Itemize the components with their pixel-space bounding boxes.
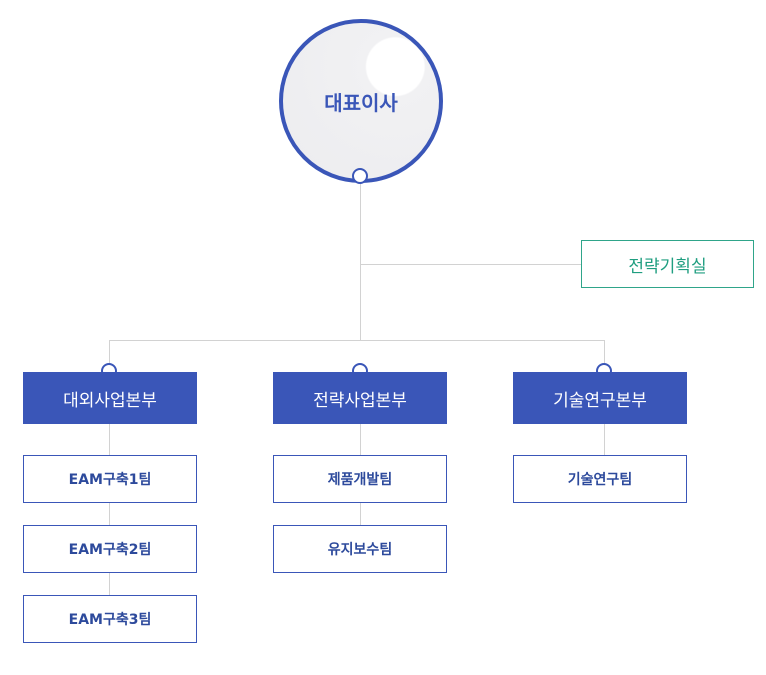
division-label: 기술연구본부	[553, 390, 647, 411]
division-horizontal-connector	[109, 340, 605, 341]
division-1-team-connector	[109, 424, 110, 595]
ceo-vertical-connector	[360, 176, 361, 341]
team-label: EAM구축1팀	[68, 472, 152, 488]
division-label: 전략사업본부	[313, 390, 407, 411]
team-node: 기술연구팀	[513, 455, 687, 503]
division-3-team-connector	[604, 424, 605, 455]
staff-connector	[360, 264, 581, 265]
team-node: EAM구축2팀	[23, 525, 197, 573]
division-node-technology-research: 기술연구본부	[513, 372, 687, 424]
ceo-label: 대표이사	[324, 90, 398, 115]
team-label: EAM구축3팀	[68, 612, 152, 628]
ceo-node: 대표이사	[279, 19, 443, 183]
team-node: 제품개발팀	[273, 455, 447, 503]
team-label: 유지보수팀	[327, 542, 393, 558]
division-node-external-business: 대외사업본부	[23, 372, 197, 424]
team-label: 제품개발팀	[327, 472, 393, 488]
division-1-drop	[109, 340, 110, 372]
team-node: EAM구축1팀	[23, 455, 197, 503]
team-node: EAM구축3팀	[23, 595, 197, 643]
division-node-strategic-business: 전략사업본부	[273, 372, 447, 424]
team-node: 유지보수팀	[273, 525, 447, 573]
ceo-connector-dot	[352, 168, 368, 184]
strategy-office-label: 전략기획실	[628, 256, 707, 277]
division-label: 대외사업본부	[63, 390, 157, 411]
strategy-office-node: 전략기획실	[581, 240, 754, 288]
division-3-drop	[604, 340, 605, 372]
team-label: 기술연구팀	[567, 472, 633, 488]
team-label: EAM구축2팀	[68, 542, 152, 558]
